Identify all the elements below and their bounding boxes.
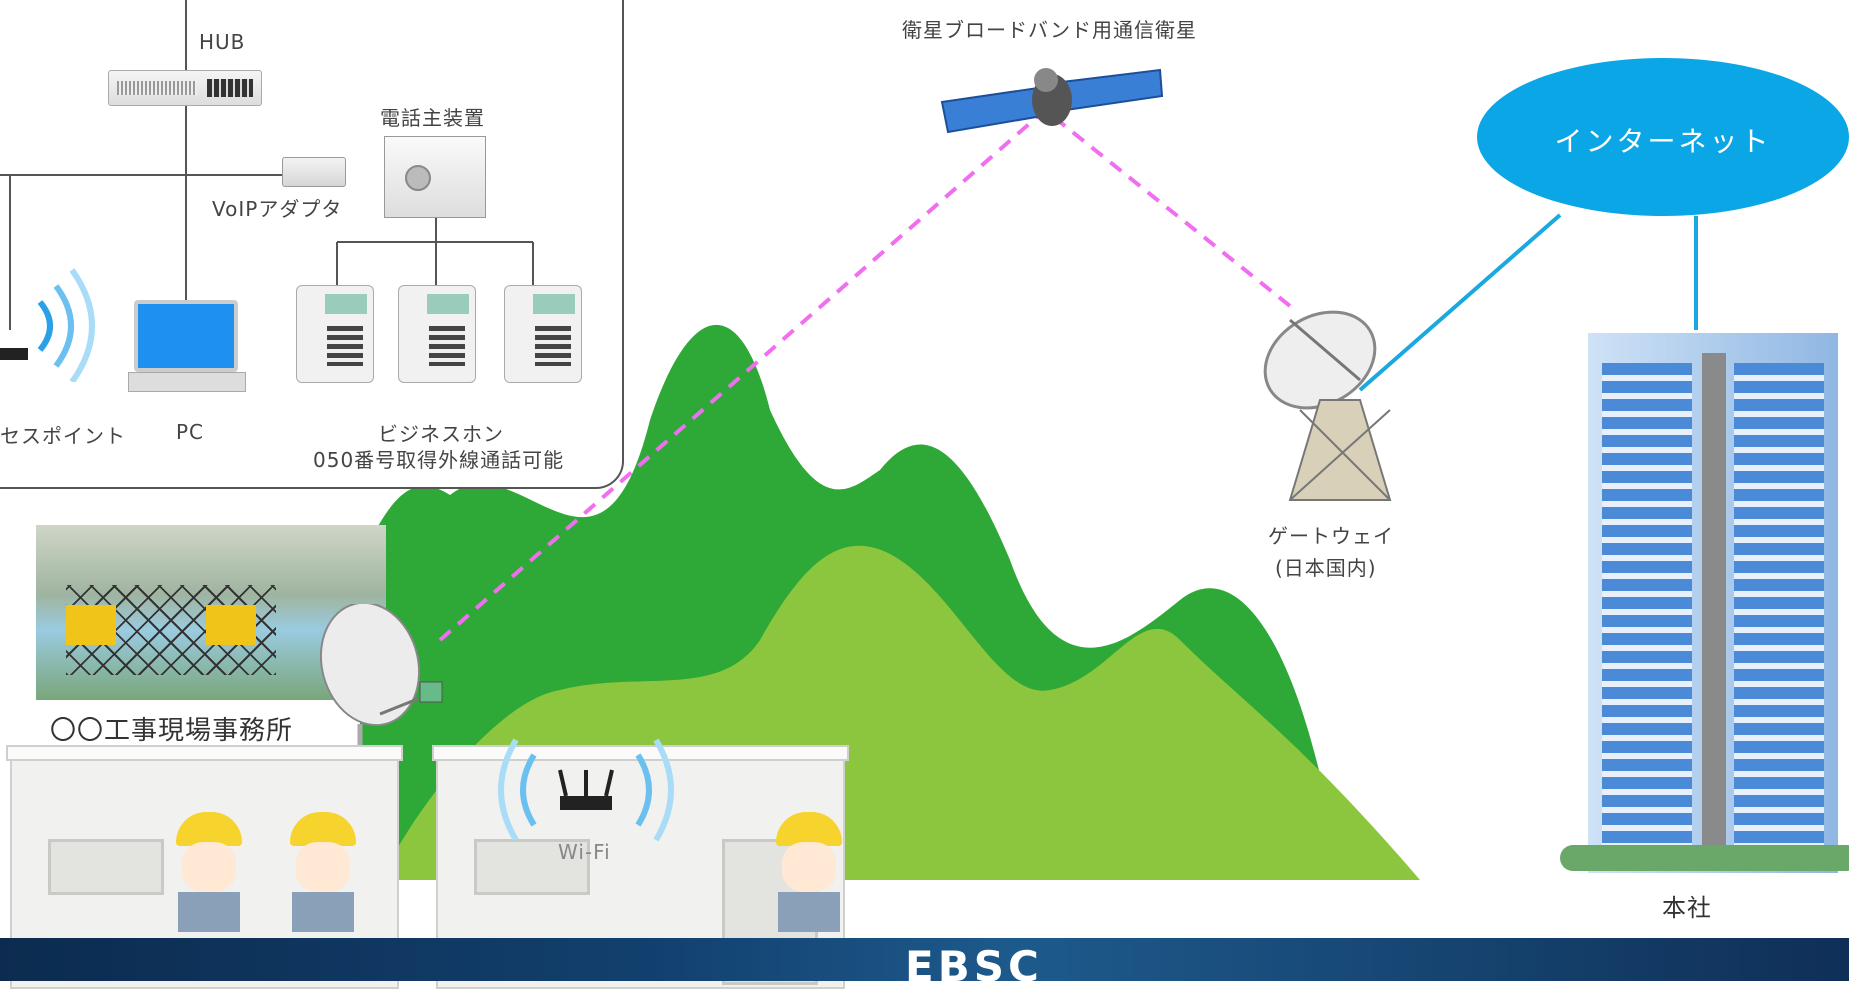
network-lines xyxy=(0,0,534,330)
business-phone-note: 050番号取得外線通話可能 xyxy=(313,448,565,472)
worker-with-smartphone xyxy=(772,812,846,932)
phone-system-icon xyxy=(384,136,486,218)
pc-icon xyxy=(128,300,246,392)
headquarters-building-icon xyxy=(1560,333,1849,873)
construction-site-image xyxy=(36,525,386,700)
site-satellite-dish-icon xyxy=(320,604,443,754)
gateway-dish-icon xyxy=(1263,310,1392,501)
internet-label: インターネット xyxy=(1554,125,1772,158)
office-network-panel xyxy=(0,0,624,489)
phone-system-label: 電話主装置 xyxy=(380,106,485,130)
gateway-internet-link xyxy=(1358,213,1562,392)
satellite-label: 衛星ブロードバンド用通信衛星 xyxy=(902,18,1197,42)
worker-with-laptop xyxy=(172,812,246,932)
footer-logo: EBSC xyxy=(905,942,1043,991)
business-phone-icon-3 xyxy=(504,285,582,383)
voip-adapter-label: VoIPアダプタ xyxy=(212,197,343,221)
wifi-router-icon xyxy=(498,738,674,842)
site-office-label: 〇〇工事現場事務所 xyxy=(50,716,294,746)
access-point-label: セスポイント xyxy=(0,424,126,448)
business-phone-icon-2 xyxy=(398,285,476,383)
pc-label: PC xyxy=(176,420,205,444)
voip-adapter-icon xyxy=(282,157,346,187)
gateway-label: ゲートウェイ xyxy=(1268,524,1394,548)
worker-on-phone xyxy=(286,812,360,932)
wifi-label: Wi-Fi xyxy=(558,840,611,864)
hub-label: HUB xyxy=(199,30,246,54)
footer-banner: EBSC xyxy=(0,938,1849,991)
satellite-icon xyxy=(940,68,1164,134)
internet-cloud: インターネット xyxy=(1477,58,1849,216)
gateway-location: (日本国内) xyxy=(1275,556,1377,580)
hub-device-icon xyxy=(108,70,262,106)
business-phone-label: ビジネスホン xyxy=(378,422,504,446)
business-phone-icon-1 xyxy=(296,285,374,383)
access-point-icon xyxy=(0,268,95,382)
headquarters-label: 本社 xyxy=(1662,894,1712,922)
